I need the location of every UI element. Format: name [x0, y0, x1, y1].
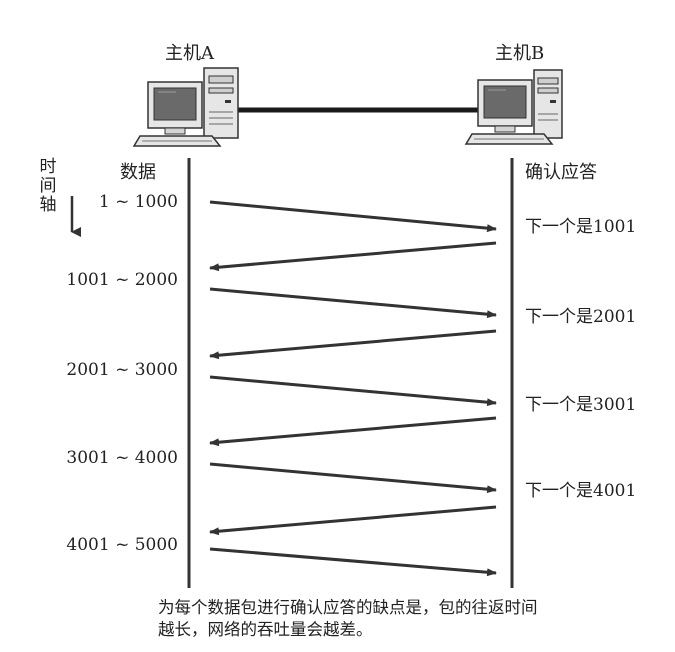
data-arrow-3 — [209, 375, 497, 407]
time-axis-char: 轴 — [39, 195, 57, 215]
ack-label-2: 下一个是2001 — [525, 307, 637, 327]
data-arrow-1 — [209, 200, 497, 233]
data-arrow-2 — [209, 287, 497, 319]
segment-range-4: 3001 ~ 4000 — [66, 448, 178, 468]
data-column-title: 数据 — [120, 162, 156, 183]
ack-arrow-2 — [209, 329, 497, 360]
segment-range-1: 1 ~ 1000 — [98, 192, 178, 212]
time-axis-label: 时 间 轴 — [38, 158, 58, 215]
time-axis-char: 间 — [39, 176, 57, 196]
figure-caption: 为每个数据包进行确认应答的缺点是，包的往返时间 越长，网络的吞吐量会越差。 — [158, 597, 538, 641]
caption-line-1: 为每个数据包进行确认应答的缺点是，包的往返时间 — [158, 598, 538, 617]
ack-label-1: 下一个是1001 — [525, 217, 637, 237]
ack-column-title: 确认应答 — [525, 162, 597, 183]
segment-range-3: 2001 ~ 3000 — [66, 360, 178, 380]
host-b-label: 主机B — [495, 43, 545, 64]
data-arrow-4 — [209, 462, 497, 494]
ack-arrow-1 — [209, 241, 497, 272]
ack-arrow-3 — [209, 416, 497, 447]
ack-label-3: 下一个是3001 — [525, 395, 637, 415]
segment-range-2: 1001 ~ 2000 — [66, 270, 178, 290]
ack-label-4: 下一个是4001 — [525, 481, 637, 501]
caption-line-2: 越长，网络的吞吐量会越差。 — [158, 620, 373, 639]
time-axis-char: 时 — [39, 157, 57, 177]
computer-b-icon — [464, 69, 563, 145]
ack-arrow-4 — [209, 505, 497, 536]
segment-range-5: 4001 ~ 5000 — [66, 535, 178, 555]
host-a-label: 主机A — [165, 43, 214, 64]
data-arrow-5 — [209, 547, 497, 577]
computer-a-icon — [132, 67, 239, 147]
